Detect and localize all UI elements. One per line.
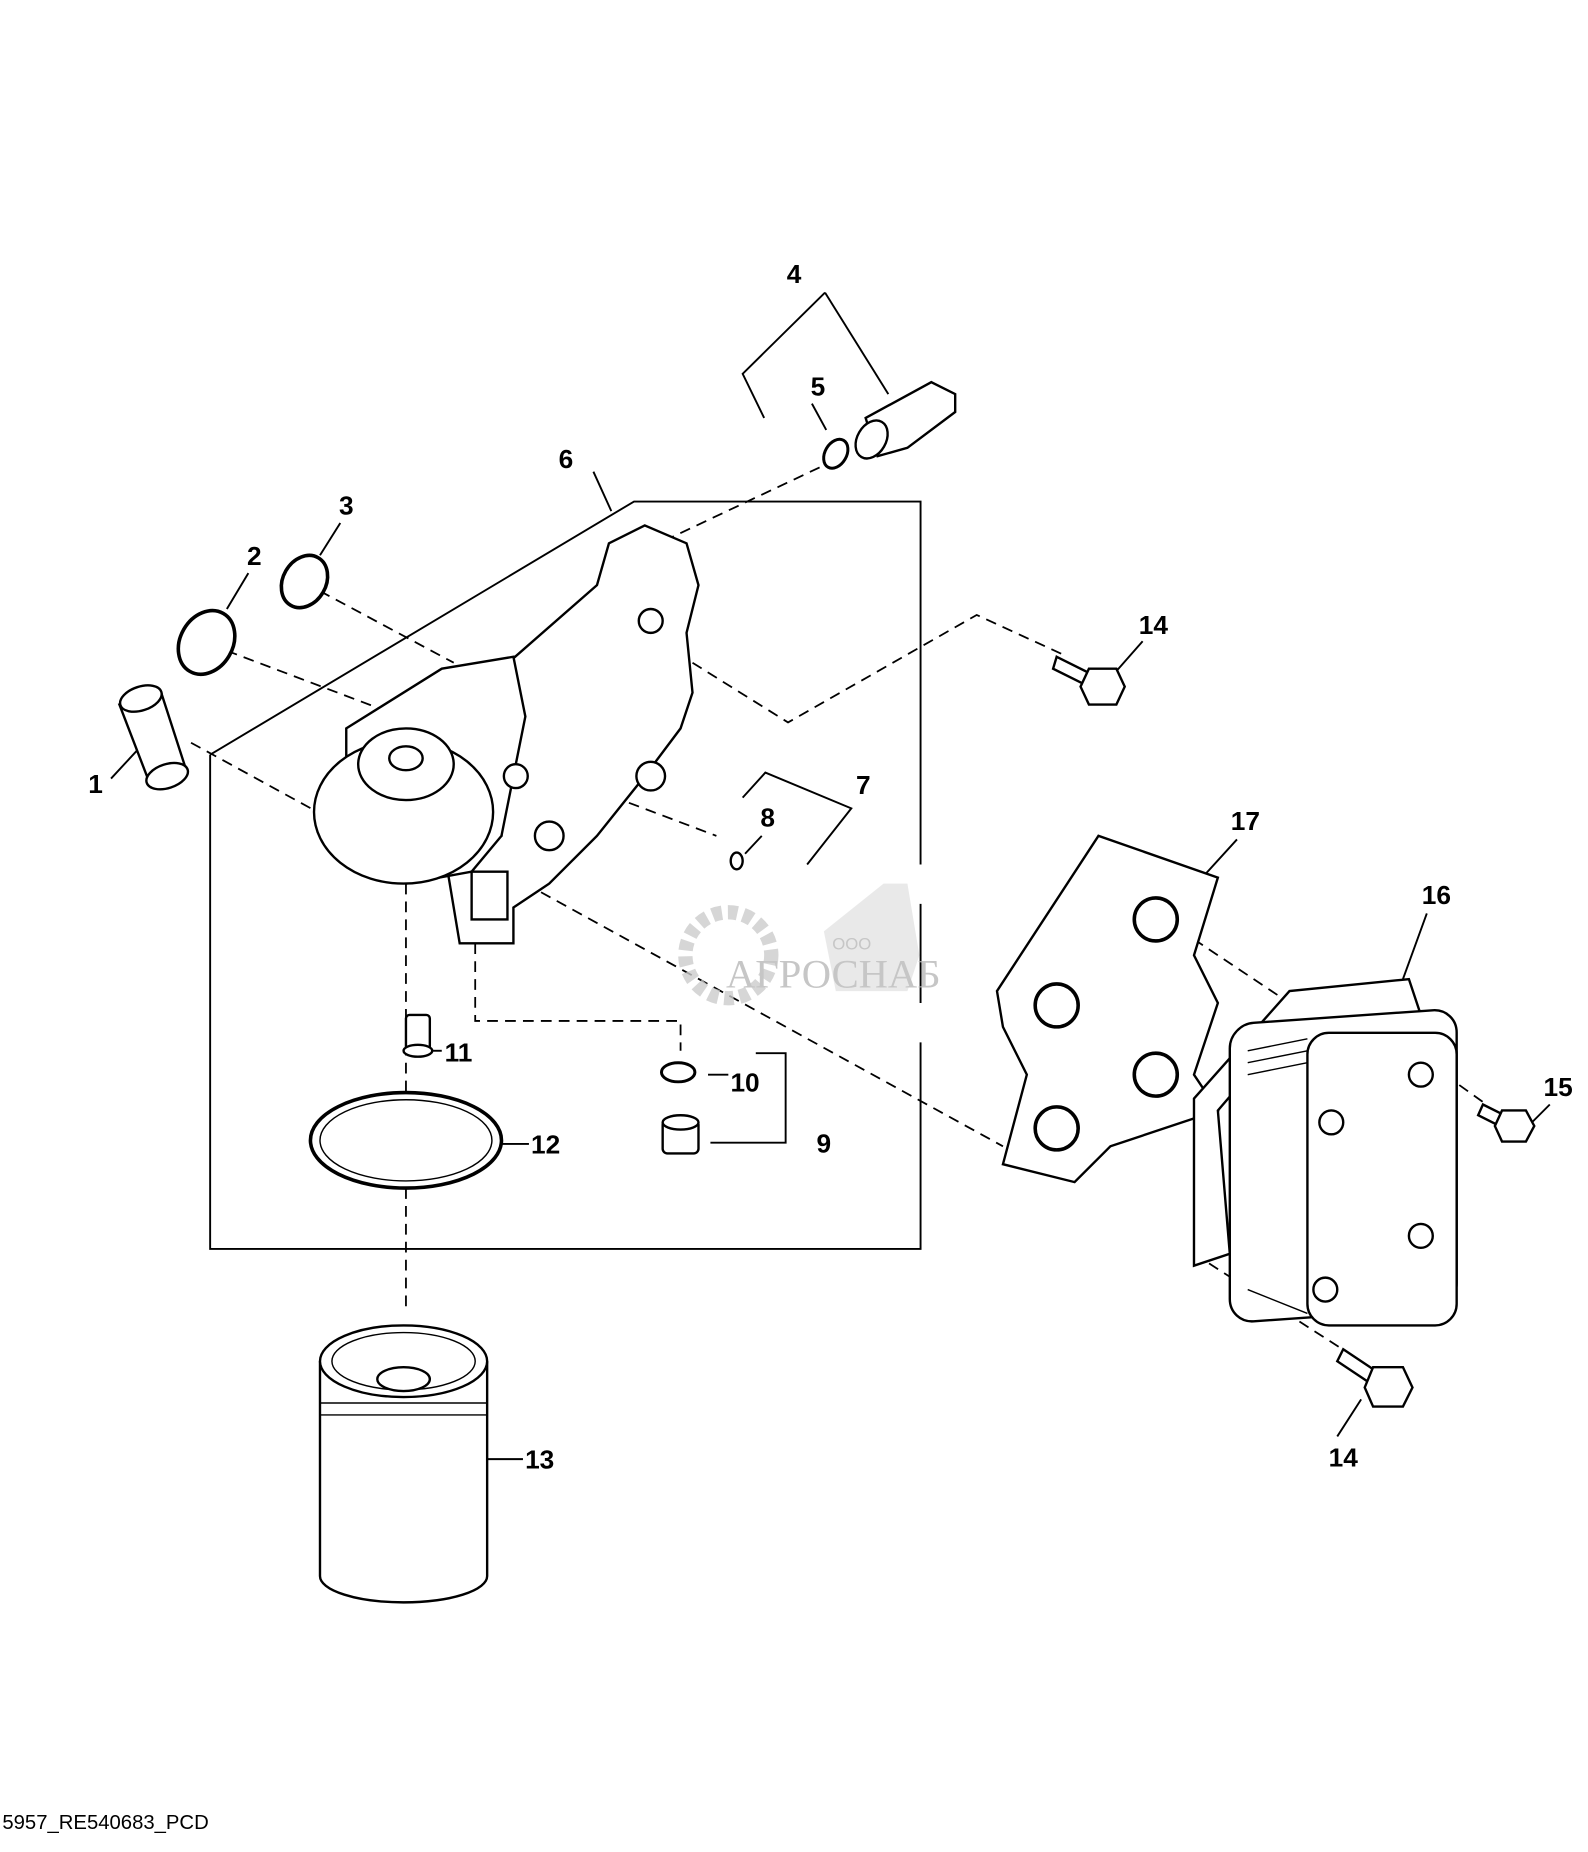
callout-10: 10 <box>730 1067 759 1097</box>
callout-1: 1 <box>88 769 103 799</box>
callout-3: 3 <box>339 491 354 521</box>
callout-5: 5 <box>811 371 826 401</box>
bracket-9-10 <box>710 1052 787 1144</box>
agrosnab-watermark-logo: ООО АГРОСНАБ <box>678 883 941 1006</box>
part-14-bolt-lower <box>1335 1347 1414 1408</box>
watermark-name: АГРОСНАБ <box>726 951 941 996</box>
part-17-gasket <box>995 834 1220 1184</box>
part-12-seal <box>308 1090 504 1190</box>
part-2-o-ring <box>176 608 237 677</box>
callout-14-lower: 14 <box>1329 1442 1359 1472</box>
watermark-prefix: ООО <box>832 934 871 953</box>
callout-11: 11 <box>445 1038 473 1068</box>
part-3-o-ring <box>279 553 330 610</box>
part-13-filter <box>318 1324 489 1604</box>
callout-13: 13 <box>525 1445 554 1475</box>
callout-4: 4 <box>787 259 802 289</box>
part-8-o-ring <box>729 851 744 871</box>
callout-6: 6 <box>559 444 574 474</box>
part-4-fitting <box>854 380 957 460</box>
callout-14-upper: 14 <box>1139 610 1169 640</box>
callout-17: 17 <box>1231 806 1260 836</box>
callout-7: 7 <box>856 770 871 800</box>
part-1-sleeve <box>117 684 190 791</box>
part-10-o-ring <box>659 1061 697 1084</box>
callout-16: 16 <box>1422 880 1451 910</box>
bracket-4-5 <box>741 291 826 419</box>
assembly-frame <box>209 471 922 1250</box>
callout-12: 12 <box>531 1129 560 1159</box>
part-9-plug <box>661 1114 700 1155</box>
callout-2: 2 <box>247 541 262 571</box>
callout-8: 8 <box>760 802 775 832</box>
callout-15: 15 <box>1544 1072 1573 1102</box>
part-16-oil-cooler <box>1192 977 1458 1327</box>
callout-9: 9 <box>817 1128 832 1158</box>
part-6-filter-housing <box>312 524 700 945</box>
part-11-valve <box>402 1013 434 1058</box>
part-15-bolt <box>1476 1102 1536 1143</box>
bracket-7-8 <box>741 771 853 866</box>
part-14-bolt-upper <box>1051 655 1127 706</box>
drawing-id-footer: 5957_RE540683_PCD <box>2 1812 208 1834</box>
callout-labels: 1 2 3 4 5 6 7 8 9 10 11 12 13 14 14 15 1… <box>88 259 1573 1475</box>
part-5-o-ring <box>822 437 850 470</box>
